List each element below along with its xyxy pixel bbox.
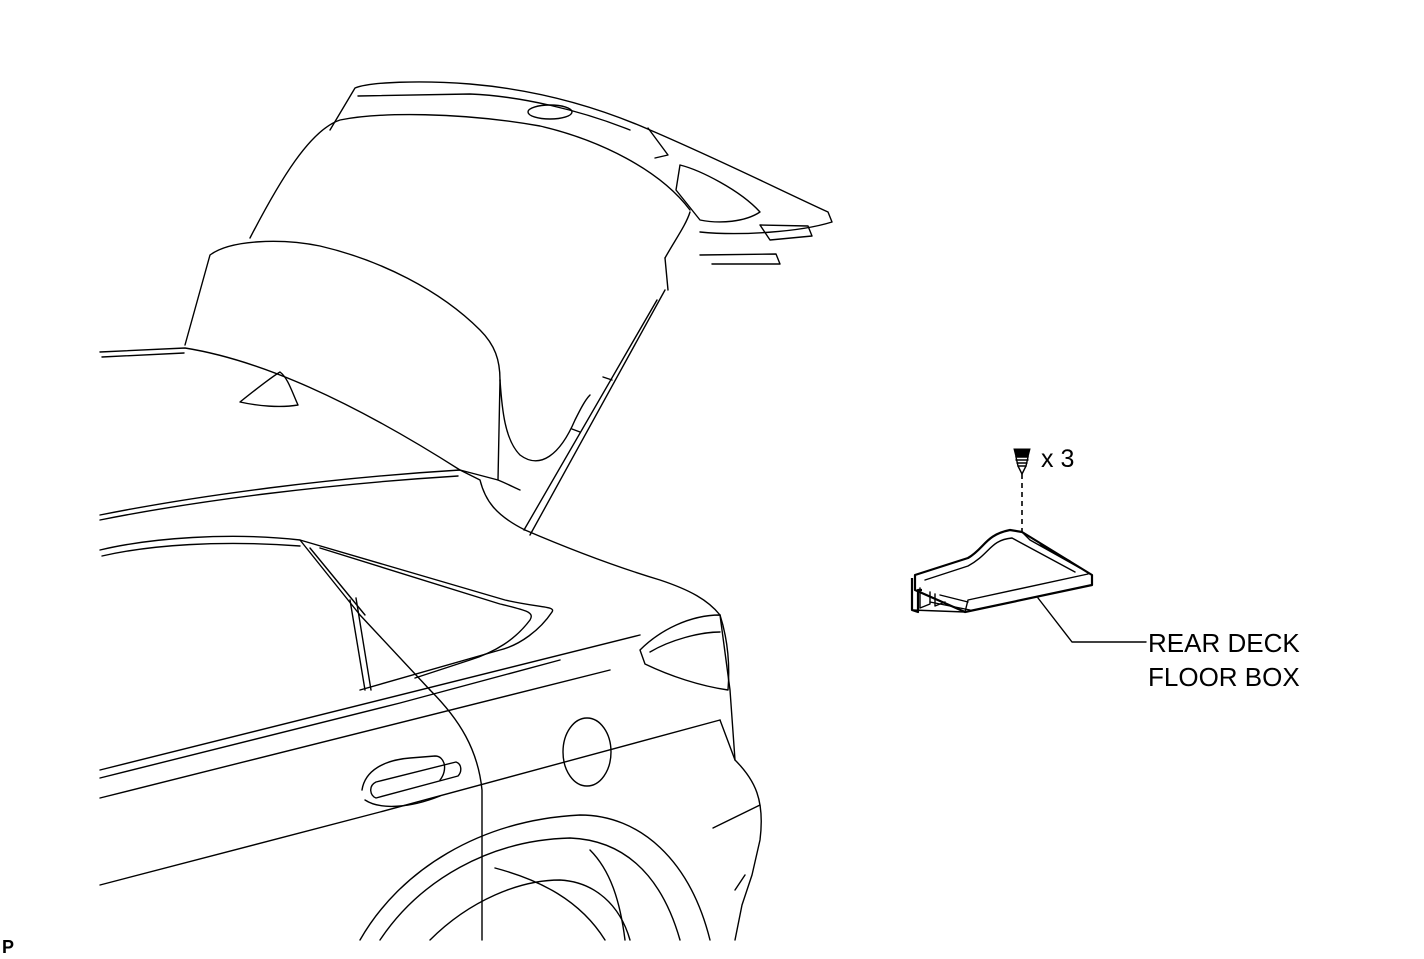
rear-quarter-window: [99, 535, 554, 691]
body-side-lines: [99, 634, 721, 941]
part-label-line-2: FLOOR BOX: [1148, 662, 1300, 692]
door-handle: [361, 755, 462, 808]
roof-and-rear-glass: [99, 347, 461, 471]
corner-mark: P: [2, 937, 14, 957]
trunk-gas-strut: [523, 289, 666, 536]
trunk-lid-open: [184, 81, 833, 491]
clip-fastener-icon: [1013, 448, 1031, 475]
fuel-door: [562, 717, 612, 787]
rear-bumper: [712, 614, 762, 941]
tail-lamp: [639, 614, 730, 691]
clip-quantity-label: x 3: [1041, 445, 1074, 473]
trunk-opening-edge: [99, 469, 721, 616]
part-leader-line: [1037, 597, 1147, 643]
rear-wheel: [359, 814, 711, 941]
rear-deck-floor-box-part: [910, 528, 1094, 614]
vehicle-rear-illustration: [99, 81, 833, 941]
part-label-line-1: REAR DECK: [1148, 628, 1300, 658]
